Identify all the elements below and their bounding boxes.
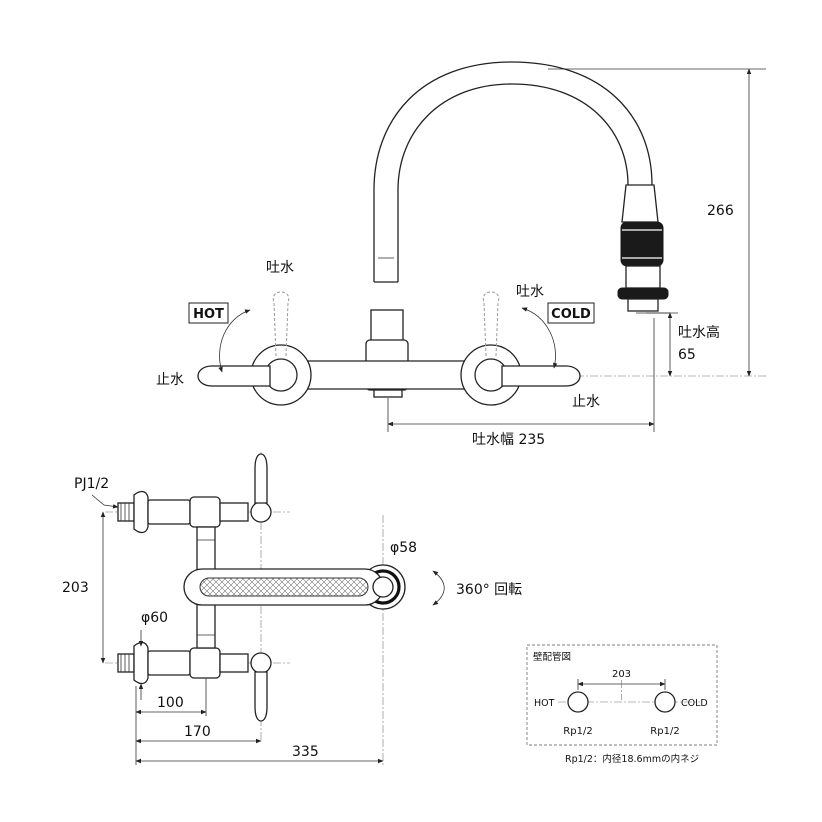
- spray-head-upper: [621, 184, 659, 223]
- dimension-100-label: 100: [157, 695, 184, 711]
- wall-pipe-inset: 壁配管図 203 HOT COLD Rp1/2 Rp1/2 Rp1/2：内径18…: [526, 644, 718, 765]
- thread-label: PJ1/2: [74, 476, 109, 492]
- right-rotation-arrow: [521, 307, 558, 369]
- rotation-arrow: [432, 570, 445, 606]
- cold-label: COLD: [551, 307, 591, 322]
- bottom-lever-hub: [250, 652, 272, 674]
- bottom-inlet-pipe: [147, 650, 191, 676]
- spout-knurl-grip: [199, 577, 369, 597]
- top-valve-body: [189, 496, 221, 528]
- left-spout-label: 吐水: [266, 260, 294, 276]
- cold-badge: [547, 302, 595, 324]
- height-total-label: 266: [707, 203, 734, 219]
- top-inlet-pipe: [147, 499, 191, 525]
- bottom-valve-stem: [219, 653, 249, 673]
- bottom-lever-handle[interactable]: [254, 671, 268, 722]
- front-view: 吐水 吐水 止水 止水 HOT COLD 266 吐水高 65 吐水幅 235: [156, 61, 766, 448]
- left-lever-ghost-position: [272, 291, 290, 357]
- top-wall-flange: [133, 490, 149, 534]
- inlet-spacing-label: 203: [62, 580, 89, 596]
- spout-inner-edge: [397, 83, 629, 282]
- bottom-wall-flange: [133, 641, 149, 685]
- outlet-height-label: 吐水高: [678, 324, 720, 341]
- flange-diameter-label: φ60: [141, 610, 168, 626]
- right-lever-handle[interactable]: [501, 365, 581, 387]
- column-upper-body: [370, 309, 404, 345]
- inset-frame: [526, 644, 718, 746]
- bottom-inlet-thread: [117, 653, 135, 673]
- top-lever-hub: [250, 501, 272, 523]
- column-base: [373, 389, 403, 398]
- spout-width-label: 吐水幅 235: [472, 432, 545, 448]
- spray-head-nozzle: [627, 298, 659, 312]
- spray-head-collar: [617, 287, 669, 300]
- hot-label: HOT: [193, 307, 224, 322]
- dimension-335-label: 335: [292, 744, 319, 760]
- left-rotation-arrow: [218, 309, 251, 373]
- outlet-height-value: 65: [678, 347, 696, 363]
- plan-view: 360° 回転 PJ1/2 203 φ60 φ58 100 170 335: [62, 452, 522, 765]
- base-diameter-label: φ58: [390, 540, 417, 556]
- spout-base-center: [372, 576, 394, 598]
- inset-thread-note: Rp1/2：内径18.6mmの内ネジ: [565, 753, 699, 765]
- thread-leader-line: [91, 494, 119, 509]
- left-lever-handle[interactable]: [197, 365, 271, 387]
- rotation-label: 360° 回転: [456, 582, 522, 598]
- right-spout-label: 吐水: [516, 284, 544, 300]
- spray-head-grip-band: [620, 221, 664, 267]
- inset-hot-pipe-circle: [567, 691, 589, 713]
- inset-left-thread-label: Rp1/2: [563, 726, 592, 737]
- top-valve-stem: [219, 502, 249, 522]
- spray-head: [617, 184, 670, 314]
- spout-outer-edge: [373, 61, 653, 282]
- bottom-thread-lines: [120, 654, 130, 672]
- inset-cold-pipe-circle: [654, 691, 676, 713]
- inset-title: 壁配管図: [533, 651, 571, 663]
- left-stop-label: 止水: [156, 372, 184, 388]
- inset-hot-label: HOT: [534, 698, 555, 709]
- inset-spacing-label: 203: [612, 669, 631, 680]
- bottom-valve-body: [189, 647, 221, 679]
- top-inlet-thread: [117, 502, 135, 522]
- right-lever-ghost-position: [482, 291, 500, 357]
- top-thread-lines: [120, 503, 130, 521]
- top-lever-handle[interactable]: [254, 453, 268, 504]
- dimension-170-label: 170: [184, 724, 211, 740]
- hot-badge: [188, 302, 229, 324]
- inset-right-thread-label: Rp1/2: [650, 726, 679, 737]
- inset-cold-label: COLD: [681, 698, 708, 709]
- right-stop-label: 止水: [572, 394, 600, 410]
- spray-head-lower: [625, 265, 661, 289]
